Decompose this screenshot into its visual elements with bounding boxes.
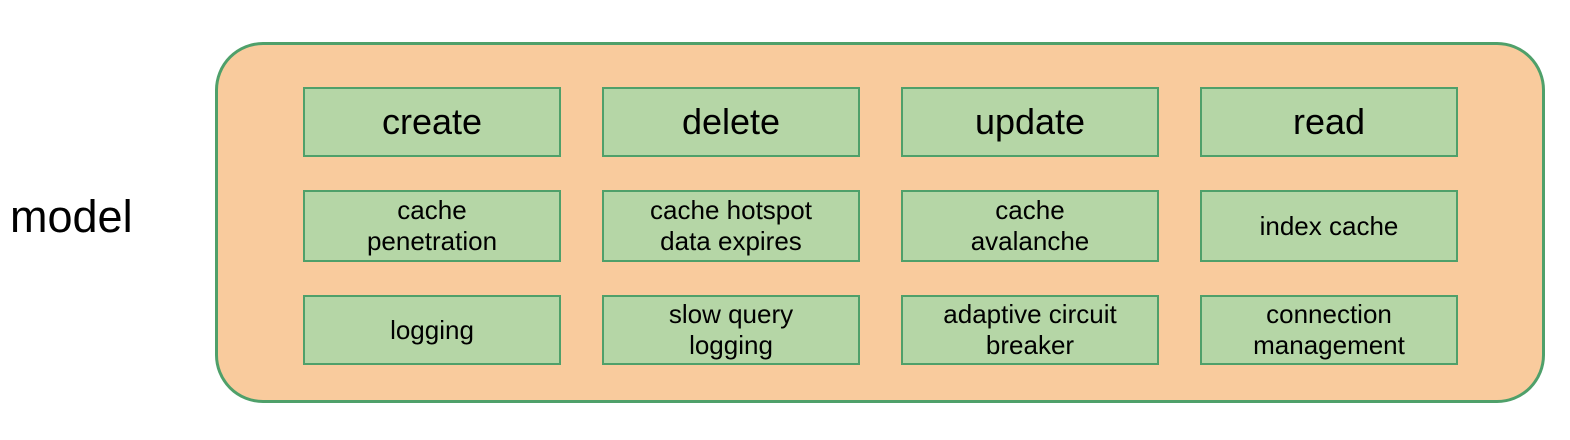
node-grid: create delete update read cache penetrat… <box>221 48 1545 403</box>
node-read: read <box>1200 87 1458 157</box>
node-create: create <box>303 87 561 157</box>
node-connection-management: connection management <box>1200 295 1458 365</box>
node-cache-hotspot-data-expires: cache hotspot data expires <box>602 190 860 262</box>
node-index-cache: index cache <box>1200 190 1458 262</box>
model-label: model <box>10 191 133 242</box>
node-delete: delete <box>602 87 860 157</box>
node-update: update <box>901 87 1159 157</box>
node-cache-penetration: cache penetration <box>303 190 561 262</box>
node-slow-query-logging: slow query logging <box>602 295 860 365</box>
model-container: create delete update read cache penetrat… <box>215 42 1545 403</box>
node-cache-avalanche: cache avalanche <box>901 190 1159 262</box>
node-adaptive-circuit-breaker: adaptive circuit breaker <box>901 295 1159 365</box>
node-logging: logging <box>303 295 561 365</box>
